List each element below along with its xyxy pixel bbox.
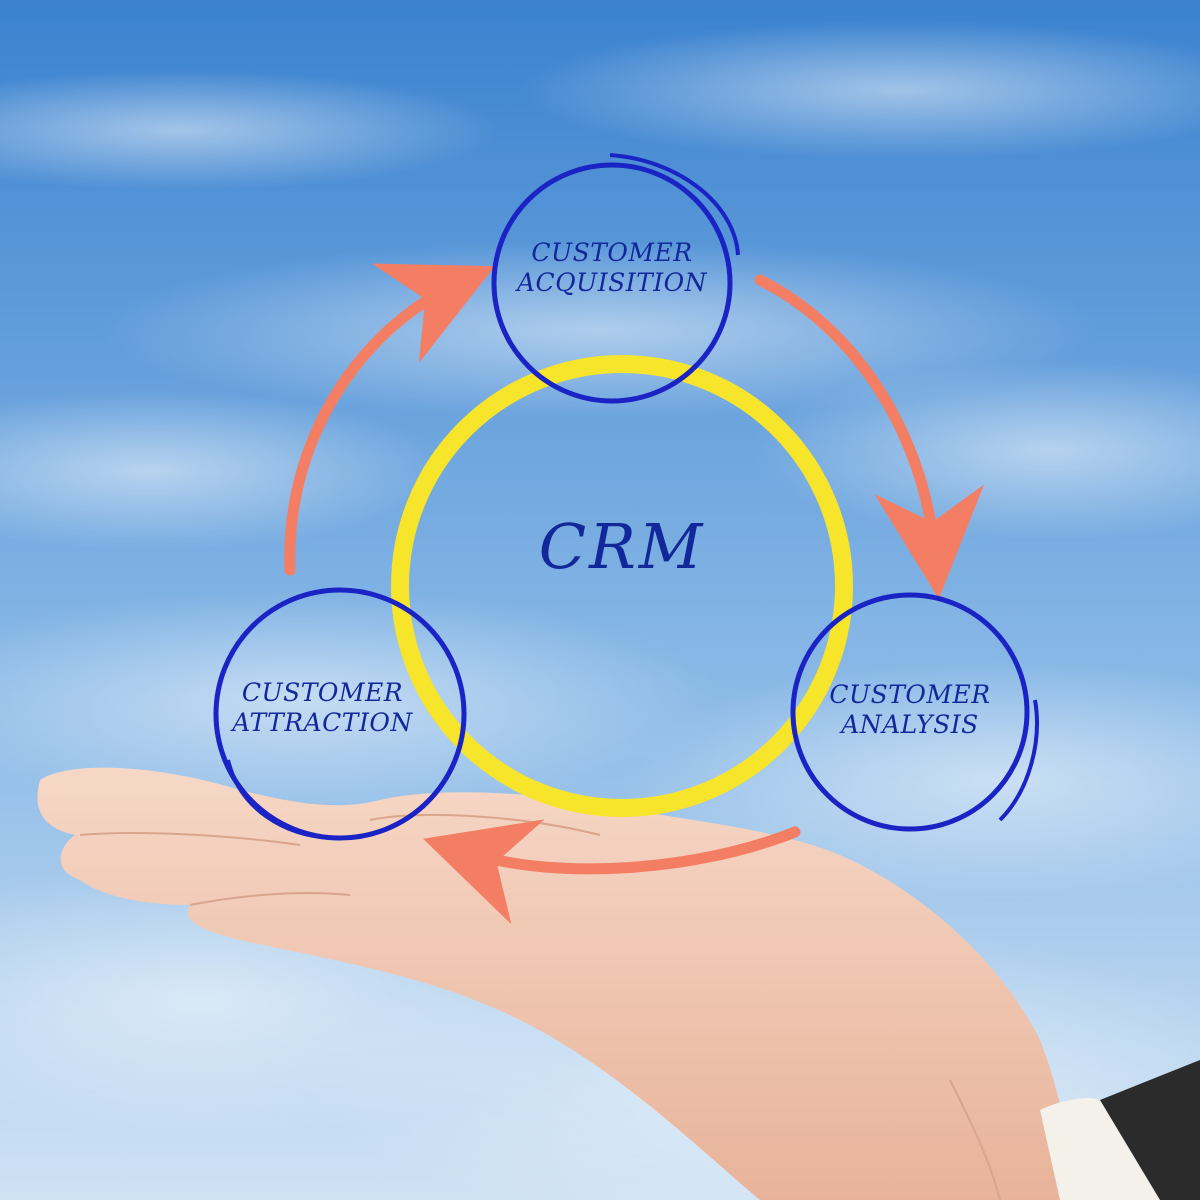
arrow-attraction-to-acquisition <box>284 263 495 576</box>
arrow-acquisition-to-analysis <box>754 274 985 599</box>
acquisition-circle <box>491 162 733 404</box>
attraction-circle-tail <box>226 759 331 840</box>
node-label-analysis: CUSTOMER ANALYSIS <box>829 680 991 739</box>
analysis-circle <box>790 592 1030 832</box>
jacket-cuff <box>1100 1060 1200 1200</box>
acquisition-circle-tail <box>609 153 740 256</box>
cycle-arrows <box>284 263 985 925</box>
node-label-attraction: CUSTOMER ATTRACTION <box>232 678 413 737</box>
hand-illustration <box>37 767 1200 1200</box>
center-label: CRM <box>538 510 706 583</box>
center-ring <box>391 355 853 817</box>
attraction-circle <box>213 587 467 841</box>
arrow-analysis-to-attraction <box>423 819 801 925</box>
analysis-circle-tail <box>998 699 1039 822</box>
shirt-sleeve <box>1040 1098 1160 1200</box>
node-label-acquisition: CUSTOMER ACQUISITION <box>516 238 708 297</box>
node-circles <box>213 153 1039 841</box>
